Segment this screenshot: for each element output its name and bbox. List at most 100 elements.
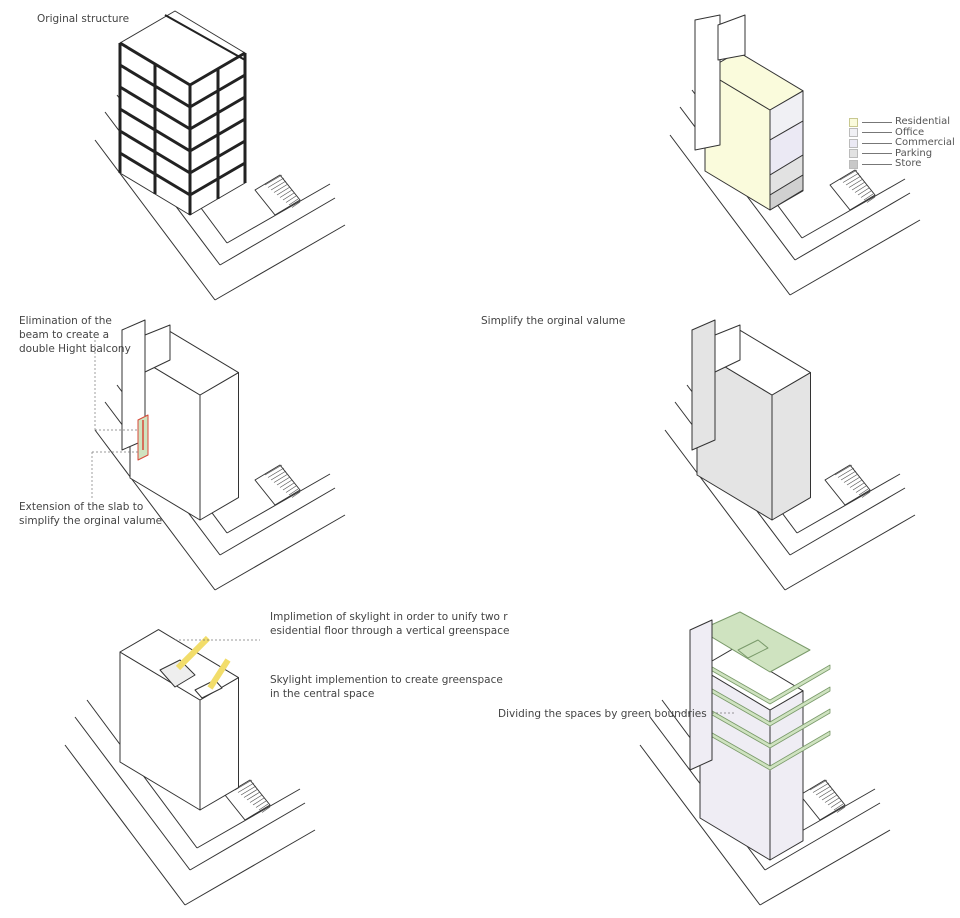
street-line	[64, 744, 186, 906]
stair-step	[834, 464, 853, 476]
stair-step	[249, 794, 263, 803]
stair-step	[836, 806, 846, 813]
stair-step	[854, 184, 868, 193]
legend-item: Residential	[849, 116, 955, 128]
street-line	[784, 514, 916, 591]
legend-label: Commercial	[895, 137, 955, 148]
roof-beam	[164, 14, 246, 61]
legend-label: Residential	[895, 116, 951, 127]
stair-step	[252, 797, 265, 806]
stair-step	[288, 198, 299, 206]
stair-step	[267, 467, 285, 478]
legend-item: Parking	[849, 148, 955, 160]
stair-step	[837, 467, 855, 478]
roof-box	[717, 14, 746, 61]
street-line	[794, 192, 911, 261]
label-original-structure: Original structure	[37, 13, 130, 25]
building-volume-right-face	[199, 372, 239, 521]
stair-step	[264, 174, 283, 186]
label-simplify-volume: Simplify the orginal valume	[481, 315, 626, 327]
stair-step	[255, 800, 267, 808]
curb-line	[226, 473, 331, 534]
legend-swatch	[849, 117, 858, 127]
green-planter	[737, 639, 769, 659]
stair-step	[846, 476, 861, 486]
stair-step	[243, 788, 259, 798]
stair-step	[849, 479, 863, 488]
legend-swatch	[849, 149, 858, 159]
stair-step	[821, 791, 836, 801]
stair-step	[276, 476, 291, 486]
stair-step	[288, 488, 299, 496]
stair-step	[237, 782, 255, 793]
sunlight-arrow	[175, 635, 211, 671]
stair-step	[830, 800, 842, 808]
street-line	[669, 134, 791, 296]
stair-core	[691, 319, 716, 451]
stair-step	[261, 806, 271, 813]
legend-label: Store	[895, 158, 922, 169]
skylight-void	[159, 659, 196, 688]
label-skylight-unify: Implimetion of skylight in order to unif…	[270, 610, 509, 638]
stair-step	[291, 201, 301, 208]
street-line	[184, 829, 316, 906]
label-line: beam to create a	[19, 329, 110, 341]
stair-step	[848, 178, 864, 188]
stair-step	[246, 791, 261, 801]
stair-step	[863, 193, 874, 201]
stair-step	[276, 186, 291, 196]
label-line: esidential floor through a vertical gree…	[270, 625, 510, 637]
legend-swatch	[849, 128, 858, 138]
label-line: in the central space	[270, 688, 375, 700]
street-line	[764, 802, 881, 871]
stair-core	[689, 619, 713, 771]
stair-step	[855, 485, 867, 493]
stair-step	[827, 797, 840, 806]
label-green-boundaries: Dividing the spaces by green boundries	[498, 708, 707, 720]
stair-step	[270, 180, 287, 191]
street-line	[219, 197, 336, 266]
legend-swatch	[849, 159, 858, 169]
stair-step	[273, 473, 289, 483]
stair-step	[273, 183, 289, 193]
label-line: Extension of the slab to	[19, 501, 144, 513]
stair-step	[858, 488, 869, 496]
stair-step	[264, 464, 283, 476]
stair-step	[270, 470, 287, 481]
legend-item: Store	[849, 158, 955, 170]
stair-step	[840, 470, 857, 481]
stair-step	[845, 175, 862, 186]
legend-item: Commercial	[849, 137, 955, 149]
stair-step	[818, 788, 834, 798]
label-extension-slab: Extension of the slab to simplify the org…	[19, 500, 162, 528]
street-line	[214, 224, 346, 301]
street-line	[219, 487, 336, 556]
stair-step	[285, 485, 297, 493]
stair-step	[851, 181, 866, 191]
stair-step	[839, 169, 858, 181]
street-line	[789, 487, 906, 556]
stair-step	[240, 785, 257, 796]
stair-step	[857, 187, 870, 196]
label-line: Skylight implemention to create greenspa…	[270, 674, 503, 686]
program-legend: Residential Office Commercial Parking St…	[849, 116, 955, 170]
store-band	[769, 174, 804, 211]
curb-line	[196, 788, 301, 849]
stair-step	[279, 479, 293, 488]
stair-step	[860, 190, 872, 198]
stair-step	[815, 785, 832, 796]
roof-box	[144, 324, 171, 373]
stair-step	[824, 794, 838, 803]
street-line	[189, 802, 306, 871]
label-line: simplify the orginal valume	[19, 515, 163, 527]
street-line	[94, 139, 216, 301]
curb-line	[226, 183, 331, 244]
stair-step	[258, 803, 269, 811]
stair-step	[809, 779, 828, 791]
stair-step	[285, 195, 297, 203]
street-line	[94, 429, 216, 591]
street-line	[74, 716, 191, 871]
stair-step	[282, 192, 295, 201]
